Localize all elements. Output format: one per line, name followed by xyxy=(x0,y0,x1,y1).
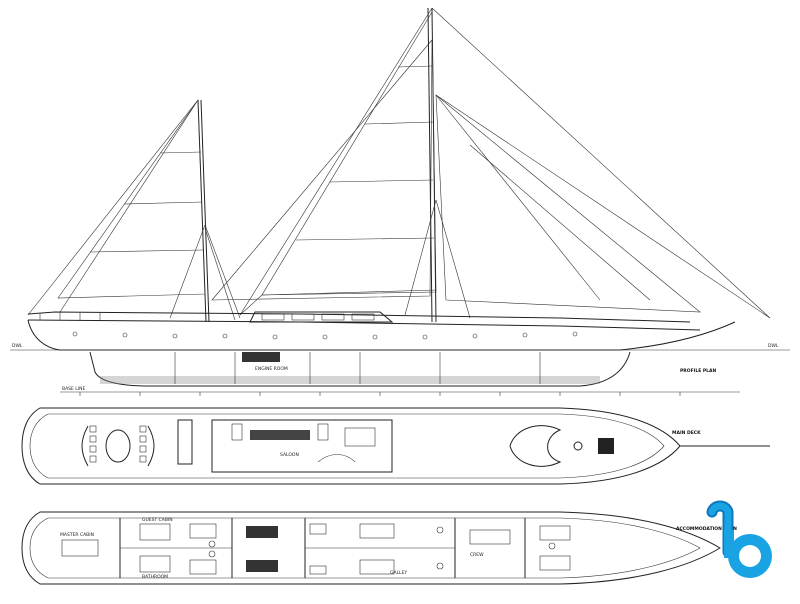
mainsail xyxy=(261,10,437,296)
saloon-label: SALOON xyxy=(280,452,299,458)
fwd-sunbed xyxy=(509,425,562,467)
main-staysail xyxy=(211,39,433,301)
aft-table xyxy=(105,429,131,463)
galley-label: GALLEY xyxy=(390,570,407,576)
keel-shading xyxy=(100,376,600,384)
accommodation-plan: ACCOMMODATION PLAN MASTER CABIN GUEST CA… xyxy=(21,511,737,585)
forestay xyxy=(431,7,771,319)
hull-topsides xyxy=(27,319,736,351)
deckhouse-window xyxy=(261,313,285,321)
deck-outline xyxy=(21,407,681,485)
deckhouse xyxy=(249,311,394,323)
dwl-right-label: DWL xyxy=(768,343,779,349)
accommodation-label: ACCOMMODATION PLAN xyxy=(676,526,737,532)
main-deck-plan: MAIN DECK SALOON xyxy=(21,407,770,485)
mizzen-sail xyxy=(57,99,206,299)
crew-label: CREW xyxy=(470,552,484,558)
bar-counter xyxy=(177,419,193,465)
dwl-left-label: DWL xyxy=(12,343,23,349)
hull-profile: DWL DWL ENGINE ROOM BASE LINE PROFILE PL… xyxy=(10,311,790,396)
rigging xyxy=(27,7,771,323)
base-line-label: BASE LINE xyxy=(62,386,85,392)
guest-cabin-label: GUEST CABIN xyxy=(142,517,173,523)
master-berth xyxy=(61,539,99,557)
dining-table xyxy=(250,430,310,440)
engine-port-icon xyxy=(246,526,278,538)
main-deck-label: MAIN DECK xyxy=(672,430,701,436)
jib xyxy=(435,94,701,313)
engine-icon xyxy=(242,352,280,362)
engine-stbd-icon xyxy=(246,560,278,572)
brand-logo xyxy=(706,500,772,578)
profile-plan-label: PROFILE PLAN xyxy=(680,368,716,374)
master-cabin-label: MASTER CABIN xyxy=(60,532,94,538)
deck-saloon xyxy=(211,419,393,473)
keel xyxy=(89,351,631,387)
lower-deck-outline xyxy=(21,511,721,585)
bathroom-label: BATHROOM xyxy=(142,574,168,580)
fwd-hatch xyxy=(573,441,583,451)
engine-room-label: ENGINE ROOM xyxy=(255,366,288,372)
windlass-icon xyxy=(598,438,614,454)
